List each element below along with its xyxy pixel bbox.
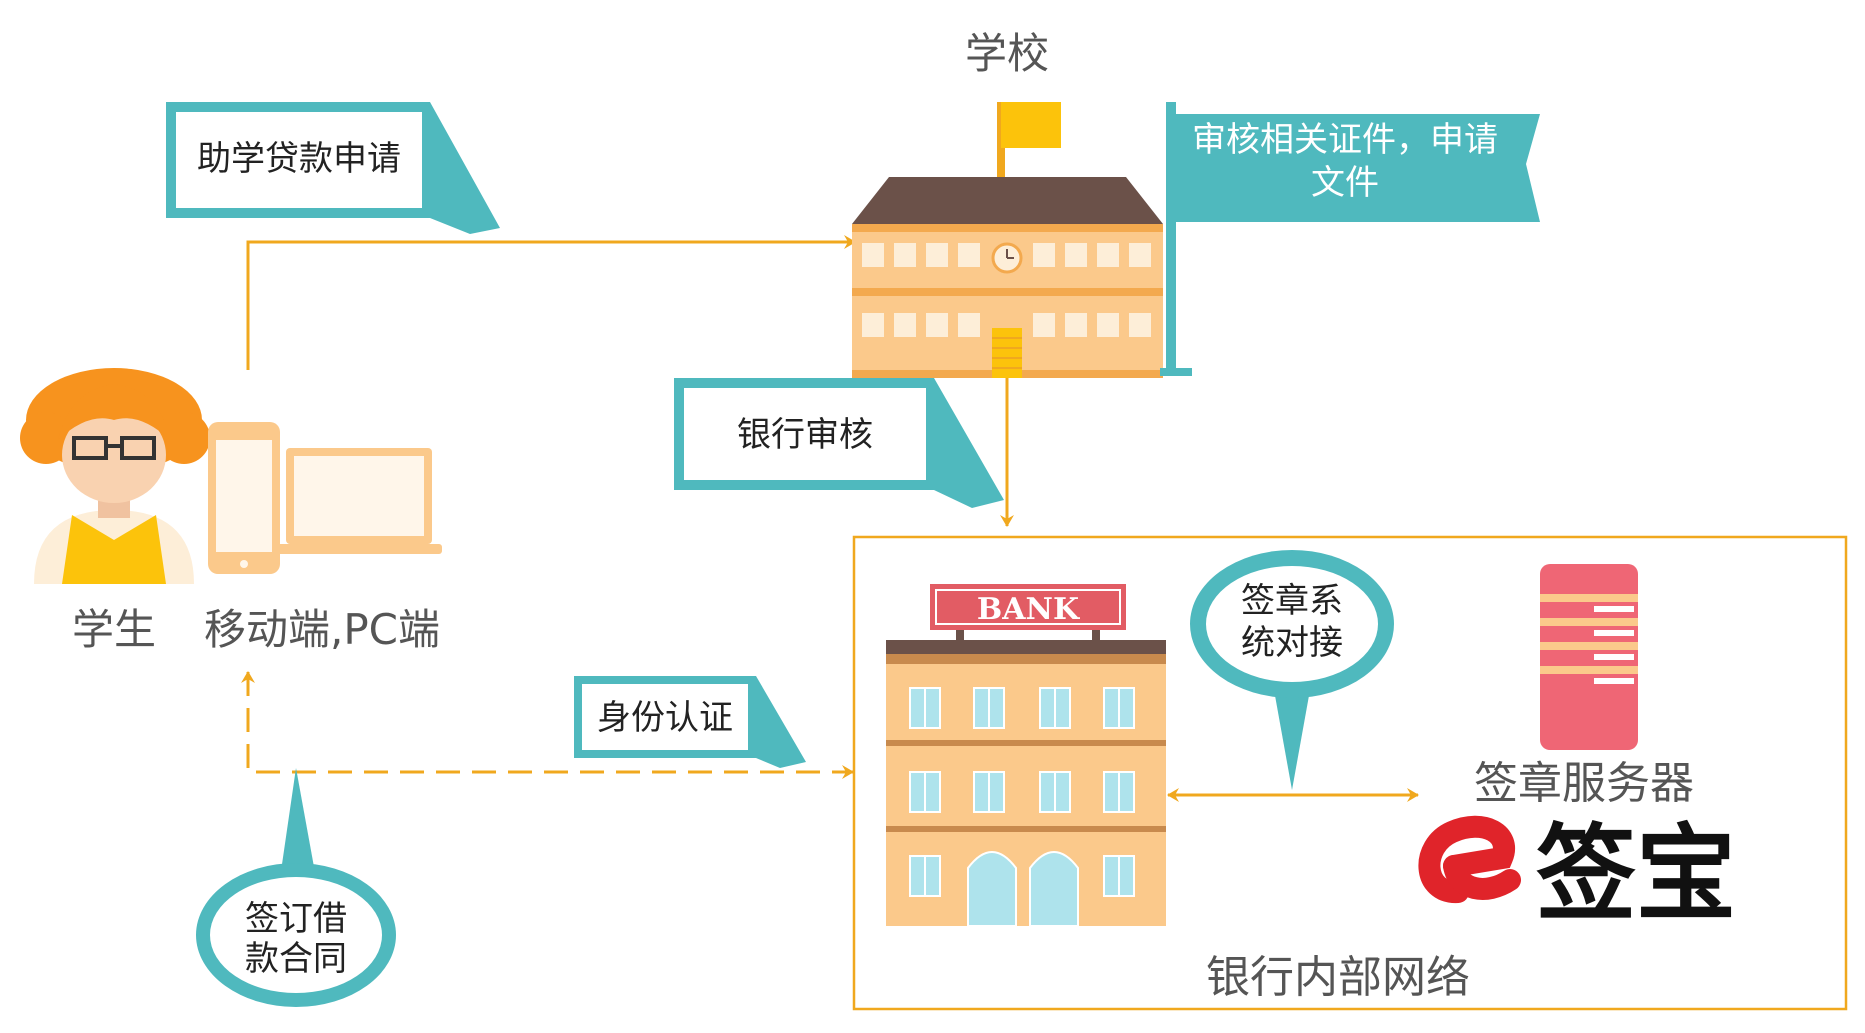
seal-system-text-line2: 统对接 <box>1241 623 1343 663</box>
server-icon <box>1540 564 1638 750</box>
esign-logo <box>1418 815 1521 903</box>
loan-application-callout <box>166 102 500 234</box>
devices-label: 移动端,PC端 <box>204 605 440 654</box>
bank-review-callout <box>674 378 1004 508</box>
bank-network-frame <box>852 535 1848 1011</box>
identity-auth-callout <box>574 676 806 768</box>
sign-contract-text-line2: 款合同 <box>245 939 347 979</box>
school-review-text-line2: 文件 <box>1311 163 1379 203</box>
bank-review-text: 银行审核 <box>737 415 873 455</box>
sign-contract-text-line1: 签订借 <box>245 899 347 939</box>
connectors <box>241 235 1419 802</box>
phone-icon <box>208 422 280 574</box>
bank-building-icon <box>886 584 1166 927</box>
student-avatar-icon <box>20 368 210 584</box>
bank-network-label: 银行内部网络 <box>1206 952 1470 1003</box>
connector-student-to-school <box>246 235 856 370</box>
seal-system-balloon <box>1190 550 1394 790</box>
esign-brand-text: 签宝 <box>1536 813 1736 935</box>
school-label: 学校 <box>965 29 1049 78</box>
student-label: 学生 <box>72 605 156 654</box>
bank-sign-text: BANK <box>977 592 1080 627</box>
seal-server-label: 签章服务器 <box>1474 758 1694 809</box>
school-building-icon <box>852 102 1163 378</box>
loan-application-text: 助学贷款申请 <box>197 139 401 179</box>
sign-contract-balloon <box>196 768 396 1007</box>
school-review-flag <box>1160 102 1540 376</box>
school-review-text-line1: 审核相关证件，申请 <box>1192 120 1498 160</box>
identity-auth-text: 身份认证 <box>597 698 733 738</box>
laptop-icon <box>276 448 442 554</box>
seal-system-text-line1: 签章系 <box>1241 581 1343 621</box>
